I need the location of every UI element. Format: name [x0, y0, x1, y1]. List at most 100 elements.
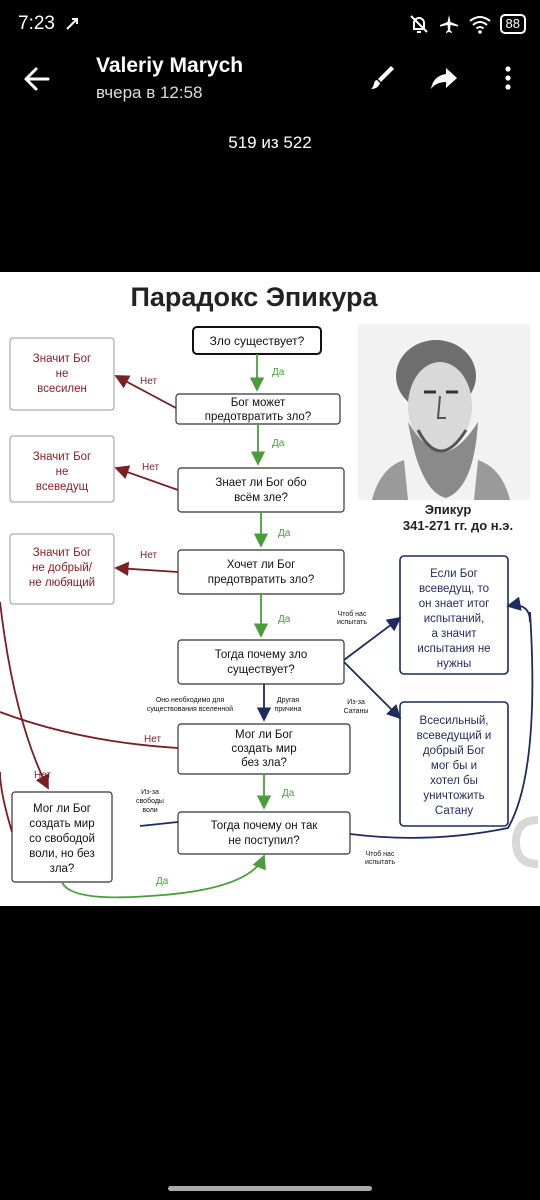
yes-label: Да: [272, 438, 285, 449]
no-label: Нет: [142, 462, 159, 473]
svg-text:Значит Бог: Значит Бог: [33, 547, 91, 559]
clock: 7:23: [18, 13, 55, 34]
no-label: Нет: [140, 376, 157, 387]
svg-text:испытаний,: испытаний,: [424, 613, 485, 625]
argument-box-tests: Если Бог всеведущ, то он знает итог испы…: [399, 555, 509, 675]
epicurus-paradox-diagram: Парадокс Эпикура Эпикур 341-271 гг. до н…: [0, 282, 539, 899]
conclusion-box-not-omniscient: Значит Бог не всеведущ: [9, 435, 115, 503]
svg-text:мог бы и: мог бы и: [431, 760, 477, 772]
sent-time: вчера в 12:58: [96, 83, 203, 102]
svg-text:всесилен: всесилен: [37, 383, 87, 395]
yes-label: Да: [278, 528, 291, 539]
svg-text:а значит: а значит: [431, 628, 477, 640]
wifi-icon: [468, 16, 491, 34]
freewill-label: Из-за: [141, 789, 159, 796]
conclusion-box-not-omnipotent: Значит Бог не всесилен: [9, 337, 115, 411]
svg-text:не: не: [56, 466, 69, 478]
svg-text:всём зле?: всём зле?: [234, 492, 288, 504]
svg-text:зла?: зла?: [50, 863, 75, 875]
svg-text:не любящий: не любящий: [29, 577, 95, 589]
diagram-title: Парадокс Эпикура: [130, 282, 378, 312]
home-indicator[interactable]: [168, 1186, 372, 1191]
other-label: Другая: [277, 697, 299, 704]
no-label: Нет: [34, 770, 51, 781]
yes-label: Да: [156, 876, 169, 887]
svg-text:Хочет ли Бог: Хочет ли Бог: [227, 559, 296, 571]
svg-text:Мог ли Бог: Мог ли Бог: [235, 729, 293, 741]
svg-text:создать мир: создать мир: [231, 743, 296, 755]
question-box-5: Тогда почему зло существует?: [177, 639, 345, 685]
battery-icon: 88: [499, 14, 526, 34]
svg-text:Если Бог: Если Бог: [430, 568, 478, 580]
yes-label: Да: [282, 788, 295, 799]
svg-text:Зло существует?: Зло существует?: [210, 334, 305, 348]
no-arrows: [0, 375, 179, 833]
svg-text:Сатану: Сатану: [435, 805, 473, 817]
svg-text:без зла?: без зла?: [241, 757, 287, 769]
svg-text:создать мир: создать мир: [29, 818, 94, 830]
svg-text:Значит Бог: Значит Бог: [33, 353, 91, 365]
conclusion-box-not-good: Значит Бог не добрый/ не любящий: [9, 533, 115, 605]
test-label: испытать: [365, 859, 395, 866]
more-options-icon[interactable]: [492, 62, 524, 94]
blue-arrows: [139, 596, 534, 839]
satan-label: Сатаны: [344, 708, 369, 715]
question-box-1: Зло существует?: [192, 326, 322, 355]
necessary-label: Оно необходимо для: [156, 696, 225, 704]
svg-text:нужны: нужны: [437, 658, 472, 670]
image-counter: 519 из 522: [228, 133, 312, 152]
viewer-toolbar: Valeriy Marych вчера в 12:58: [0, 48, 540, 110]
test-label: испытать: [337, 619, 367, 626]
svg-text:существует?: существует?: [227, 664, 294, 676]
question-box-3: Знает ли Бог обо всём зле?: [177, 467, 345, 513]
svg-text:Бог может: Бог может: [231, 397, 286, 409]
other-label: причина: [275, 706, 302, 713]
satan-label: Из-за: [347, 699, 365, 706]
svg-text:предотвратить зло?: предотвратить зло?: [208, 574, 314, 586]
svg-text:Тогда почему он так: Тогда почему он так: [211, 820, 319, 832]
test-label: Чтоб нас: [366, 850, 395, 858]
necessary-label: существования вселенной: [147, 705, 233, 713]
sender-name: Valeriy Marych: [96, 54, 244, 77]
edit-brush-icon[interactable]: [366, 62, 398, 94]
question-box-4: Хочет ли Бог предотвратить зло?: [177, 549, 345, 595]
svg-text:он знает итог: он знает итог: [419, 598, 490, 610]
svg-text:хотел бы: хотел бы: [430, 775, 478, 787]
svg-text:всеведущ: всеведущ: [36, 481, 89, 493]
svg-text:Мог ли Бог: Мог ли Бог: [33, 803, 91, 815]
svg-text:не добрый/: не добрый/: [32, 562, 93, 574]
svg-text:всеведущий и: всеведущий и: [417, 730, 492, 742]
svg-text:Знает ли Бог обо: Знает ли Бог обо: [215, 477, 306, 489]
svg-text:уничтожить: уничтожить: [423, 790, 484, 802]
svg-text:добрый Бог: добрый Бог: [423, 745, 485, 757]
svg-text:не: не: [56, 368, 69, 380]
no-label: Нет: [144, 734, 161, 745]
yes-label: Да: [272, 367, 285, 378]
no-label: Нет: [140, 550, 157, 561]
freewill-label: воли: [142, 807, 157, 814]
svg-text:Тогда почему зло: Тогда почему зло: [215, 649, 308, 661]
svg-text:Всесильный,: Всесильный,: [420, 715, 489, 727]
svg-text:воли, но без: воли, но без: [29, 848, 94, 860]
svg-text:испытания не: испытания не: [417, 643, 490, 655]
question-box-7: Тогда почему он так не поступил?: [177, 811, 351, 855]
muted-bell-icon: [409, 15, 428, 33]
watermark-shape: [511, 816, 539, 868]
sync-icon: [66, 18, 78, 30]
yes-arrows: [61, 354, 272, 899]
svg-text:всеведущ, то: всеведущ, то: [419, 583, 489, 595]
portrait-caption: Эпикур: [425, 502, 472, 517]
portrait-dates: 341-271 гг. до н.э.: [403, 518, 513, 533]
argument-box-satan: Всесильный, всеведущий и добрый Бог мог …: [399, 701, 509, 827]
photo-view[interactable]: Парадокс Эпикура Эпикур 341-271 гг. до н…: [0, 272, 540, 906]
svg-text:не поступил?: не поступил?: [228, 835, 299, 847]
freewill-label: свободы: [136, 797, 164, 805]
back-arrow-icon[interactable]: [20, 62, 54, 96]
status-bar: 7:23 88: [0, 0, 540, 48]
epicurus-portrait: [358, 324, 530, 500]
svg-text:Значит Бог: Значит Бог: [33, 451, 91, 463]
share-arrow-icon[interactable]: [428, 62, 460, 94]
question-box-free-will: Мог ли Бог создать мир со свободой воли,…: [11, 791, 113, 883]
test-label: Чтоб нас: [338, 610, 367, 618]
question-box-6: Мог ли Бог создать мир без зла?: [177, 723, 351, 775]
